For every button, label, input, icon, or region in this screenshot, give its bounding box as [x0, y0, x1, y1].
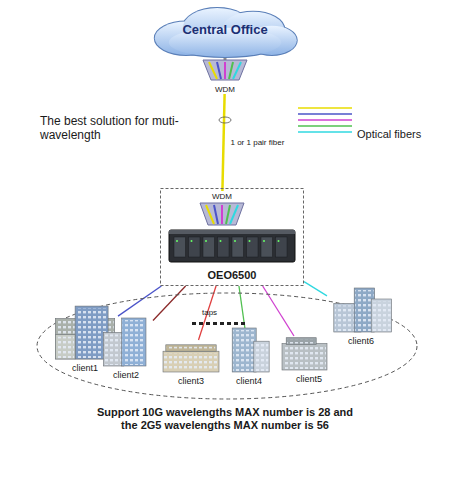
node-label: client4 [225, 376, 273, 386]
node-label: client2 [99, 370, 153, 380]
client-building: client3 [163, 340, 219, 386]
client-region: tapsclient1client2client3client4client5c… [36, 292, 418, 400]
client-building: client4 [225, 328, 273, 386]
note-text: The best solution for muti-wavelength [40, 114, 190, 143]
wdm-box: WDM [190, 191, 254, 227]
fiber-line [153, 286, 186, 320]
cloud-node: Central Office [147, 6, 303, 58]
legend-item: Optical fibers [357, 123, 421, 142]
fiber-line [118, 286, 161, 316]
fiber-line [222, 94, 224, 191]
client-building: client6 [327, 288, 395, 346]
node-label: WDM [193, 85, 257, 94]
wdm-box: WDM [193, 60, 257, 94]
legend-text: Optical fibers [357, 128, 421, 140]
node-label: Central Office [147, 23, 303, 38]
client-building: client5 [279, 336, 339, 384]
legend-lines [298, 108, 352, 132]
caption: Support 10G wavelengths MAX number is 28… [92, 406, 358, 432]
node-label: OEO6500 [160, 269, 304, 282]
node-label: taps [202, 308, 217, 317]
fiber-bundle-mark [219, 117, 231, 123]
device-box: OEO6500 WDM [160, 188, 304, 286]
client-building: client2 [99, 318, 153, 380]
node-label: WDM [190, 192, 254, 201]
fiber-line [263, 286, 294, 336]
edge-label: 1 or 1 pair fiber [229, 138, 287, 148]
node-label: client6 [327, 336, 395, 346]
node-label: client3 [163, 376, 219, 386]
fiber-line [239, 286, 245, 328]
fiber-line [304, 282, 327, 296]
node-label: client5 [279, 374, 339, 384]
